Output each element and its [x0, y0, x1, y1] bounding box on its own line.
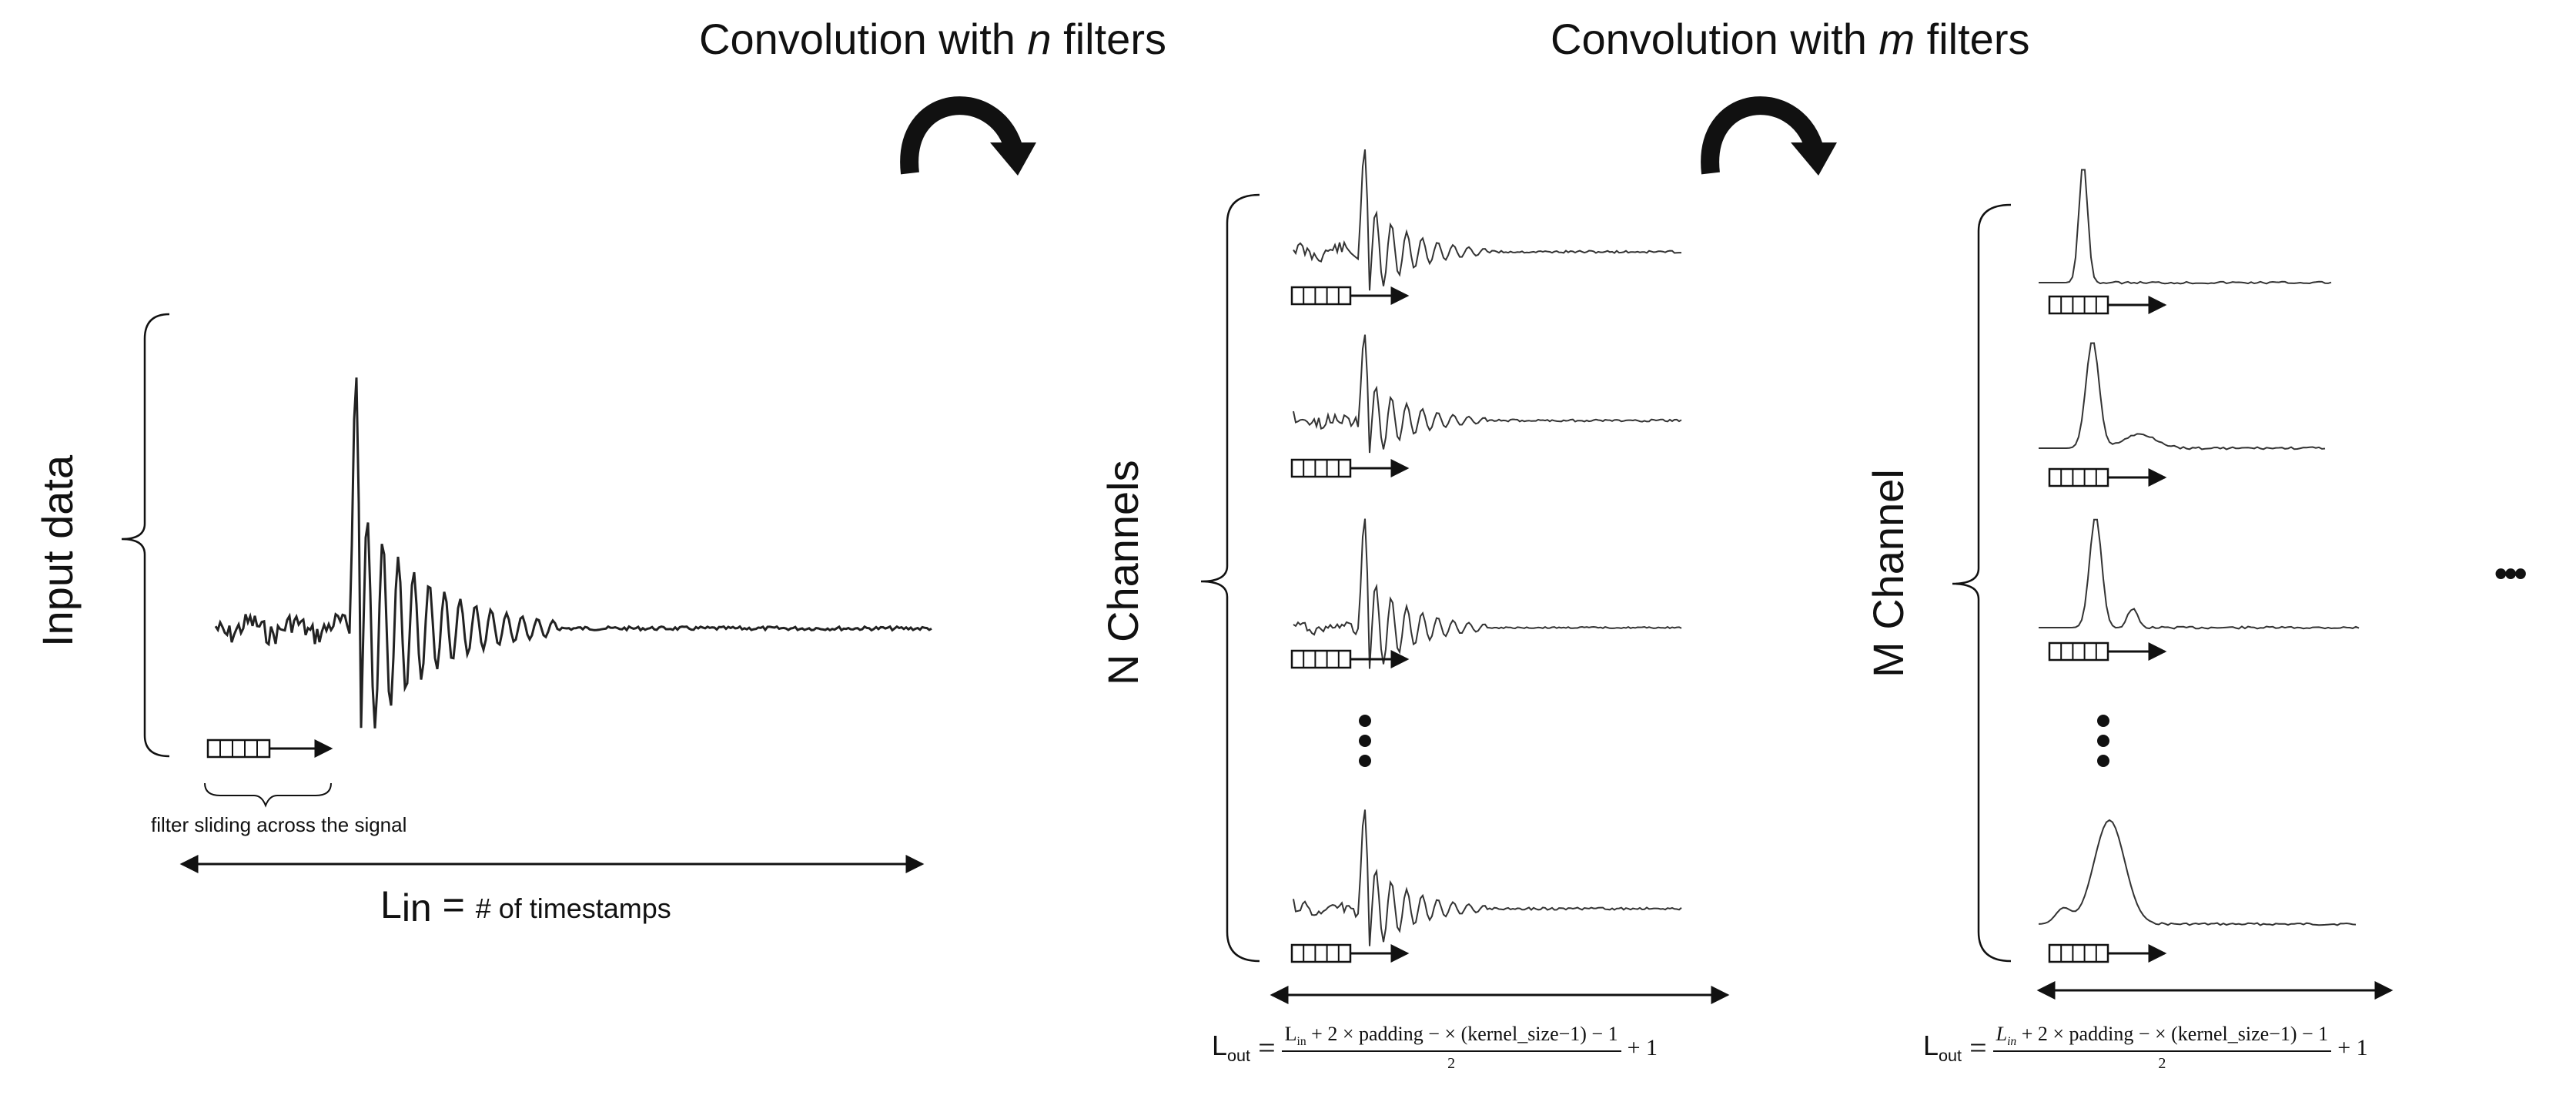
formula2-numerator: Lin + 2 × padding − × (kernel_size−1) − …	[1992, 1023, 2332, 1053]
formula2-tail: + 1	[2337, 1034, 2368, 1060]
conv-n-title-suffix: filters	[1051, 15, 1166, 63]
formula1-fraction: Lin + 2 × padding − × (kernel_size−1) − …	[1281, 1023, 1621, 1073]
horizontal-ellipsis: •••	[2494, 554, 2527, 595]
n-channels-brace	[1200, 193, 1260, 963]
curved-arrow-icon	[900, 96, 1036, 176]
formula2-num-main: L	[1996, 1023, 2008, 1045]
formula2-lhs-sub: out	[1939, 1046, 1962, 1066]
m-channel-brace	[1952, 203, 2012, 963]
lout-formula-2: Lout = Lin + 2 × padding − × (kernel_siz…	[1923, 1023, 2368, 1073]
formula1-lhs-main: L	[1212, 1030, 1228, 1061]
filter-kernel-icon	[2048, 943, 2167, 963]
formula1-tail: + 1	[1627, 1034, 1658, 1060]
lin-label: Lin = # of timestamps	[380, 883, 671, 930]
filter-kernel-icon	[2048, 467, 2167, 487]
n-channels-label: N Channels	[1099, 460, 1147, 685]
filter-kernel-icon	[206, 739, 333, 759]
filter-kernel-icon	[1290, 286, 1410, 306]
n-channel-signal	[1293, 809, 1682, 946]
formula1-numerator: Lin + 2 × padding − × (kernel_size−1) − …	[1281, 1023, 1621, 1053]
n-channel-signal	[1293, 334, 1682, 454]
formula2-eq: =	[1969, 1030, 1987, 1066]
lin-sub: in	[401, 886, 432, 930]
formula2-num-sub: in	[2007, 1035, 2017, 1049]
lout-formula-1: Lout = Lin + 2 × padding − × (kernel_siz…	[1212, 1023, 1658, 1073]
filter-kernel-icon	[1290, 458, 1410, 478]
input-data-label: Input data	[33, 454, 82, 647]
filter-kernel-icon	[2048, 295, 2167, 315]
formula1-num-main: L	[1284, 1023, 1297, 1045]
formula1-num-rest: + 2 × padding − × (kernel_size−1) − 1	[1306, 1023, 1618, 1045]
conv-n-var: n	[1027, 15, 1052, 63]
filter-kernel-icon	[2048, 641, 2167, 662]
conv-m-title-prefix: Convolution with	[1551, 15, 1879, 63]
input-data-brace	[121, 313, 170, 758]
lin-main: L	[380, 883, 402, 926]
lin-eq: =	[431, 883, 476, 926]
n-channel-signal	[1293, 518, 1682, 669]
curved-arrow-icon	[1701, 96, 1837, 176]
m-channel-label: M Channel	[1864, 469, 1912, 678]
m-channel-signal	[2039, 169, 2332, 285]
conv-m-var: m	[1878, 15, 1915, 63]
filter-span-brace	[204, 782, 332, 808]
m-channel-signal	[2039, 342, 2326, 451]
filter-kernel-icon	[1290, 649, 1410, 669]
formula1-denominator: 2	[1447, 1055, 1456, 1073]
conv-m-title: Convolution with m filters	[1551, 14, 2029, 64]
formula1-num-sub: in	[1296, 1035, 1306, 1049]
formula2-fraction: Lin + 2 × padding − × (kernel_size−1) − …	[1992, 1023, 2332, 1073]
filter-caption: filter sliding across the signal	[151, 813, 407, 836]
m-channel-signal	[2038, 819, 2357, 926]
input-signal	[214, 377, 932, 729]
vertical-ellipsis-icon	[1359, 715, 2109, 767]
formula2-lhs-main: L	[1923, 1030, 1939, 1061]
m-channel-signal	[2039, 518, 2360, 630]
filter-kernel-icon	[1290, 943, 1410, 963]
conv-n-title: Convolution with n filters	[699, 14, 1166, 64]
formula1-eq: =	[1258, 1030, 1276, 1066]
formula1-lhs: Lout	[1212, 1030, 1250, 1066]
formula2-lhs: Lout	[1923, 1030, 1962, 1066]
formula2-num-rest: + 2 × padding − × (kernel_size−1) − 1	[2016, 1023, 2329, 1045]
formula2-denominator: 2	[2158, 1055, 2166, 1073]
lin-rest: # of timestamps	[475, 893, 671, 924]
n-channel-signal	[1293, 149, 1681, 291]
conv-n-title-prefix: Convolution with	[699, 15, 1028, 63]
formula1-lhs-sub: out	[1227, 1046, 1251, 1066]
conv-m-title-suffix: filters	[1915, 15, 2030, 63]
